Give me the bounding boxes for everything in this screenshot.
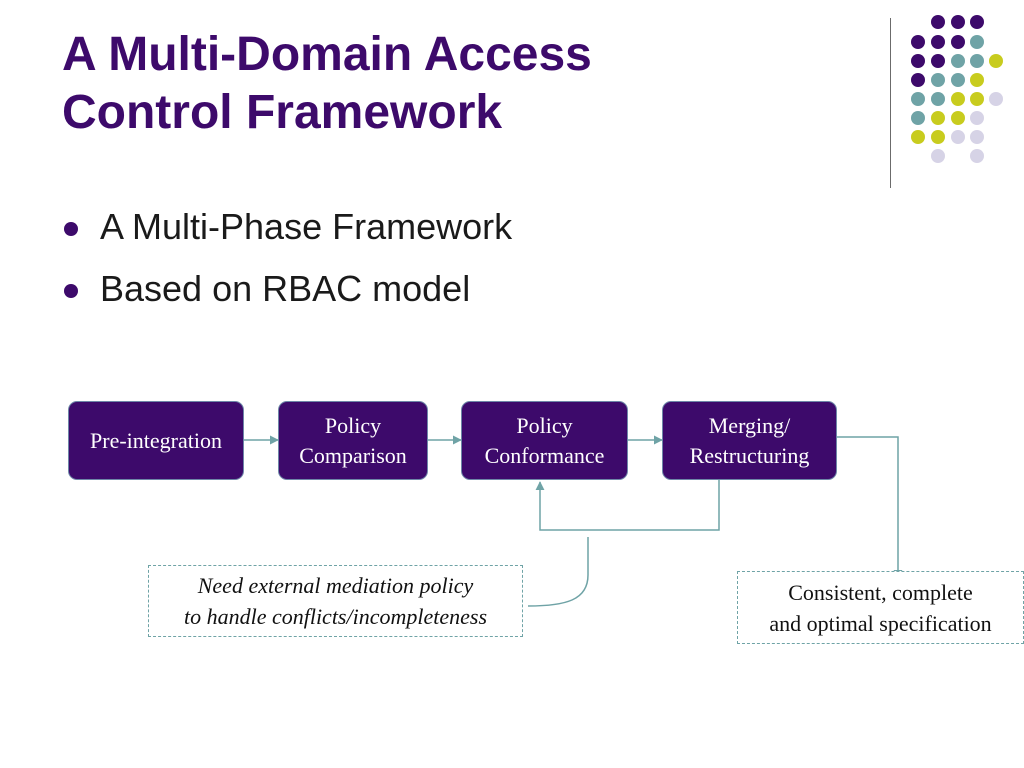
bullet-dot-icon	[64, 284, 78, 298]
decorative-dot	[931, 130, 945, 144]
slide-title-line-1: A Multi-Domain Access	[62, 28, 592, 81]
note-line-1: Need external mediation policy	[197, 573, 474, 598]
node-label-line-2: Conformance	[484, 442, 605, 468]
bullet-dot-icon	[64, 222, 78, 236]
connector-arrow-merging-to-output	[837, 436, 903, 579]
bullet-item: Based on RBAC model	[62, 258, 512, 320]
decorative-dot	[951, 54, 965, 68]
decorative-dot	[951, 73, 965, 87]
decorative-dot	[970, 54, 984, 68]
decorative-dot	[911, 130, 925, 144]
node-label: Pre-integration	[90, 427, 222, 453]
bullet-list: A Multi-Phase Framework Based on RBAC mo…	[62, 196, 512, 320]
decorative-dot	[989, 54, 1003, 68]
decorative-dot	[911, 35, 925, 49]
connector-arrow-merging-feedback	[535, 480, 720, 531]
decorative-dot	[911, 73, 925, 87]
node-label-line-2: Comparison	[299, 442, 407, 468]
bullet-text: Based on RBAC model	[100, 268, 471, 309]
decorative-dot	[931, 149, 945, 163]
mediation-callout-curve	[527, 537, 589, 607]
node-pre-integration: Pre-integration	[68, 401, 244, 480]
decorative-dot	[931, 15, 945, 29]
decorative-dot-grid	[911, 15, 1003, 163]
decorative-dot	[931, 73, 945, 87]
node-policy-comparison: Policy Comparison	[278, 401, 428, 480]
decorative-dot	[931, 54, 945, 68]
decorative-dot	[970, 15, 984, 29]
decorative-dot	[951, 35, 965, 49]
decorative-dot	[931, 92, 945, 106]
decorative-dot	[911, 92, 925, 106]
slide-title: A Multi-Domain Access Control Framework	[62, 26, 592, 142]
decorative-dot	[911, 111, 925, 125]
node-policy-conformance: Policy Conformance	[461, 401, 628, 480]
node-label-line-1: Policy	[516, 412, 573, 438]
note-line-1: Consistent, complete	[788, 579, 973, 605]
decorative-dot	[951, 15, 965, 29]
decorative-dot	[970, 130, 984, 144]
bullet-item: A Multi-Phase Framework	[62, 196, 512, 258]
title-divider-line	[890, 18, 891, 188]
decorative-dot	[970, 35, 984, 49]
decorative-dot	[931, 111, 945, 125]
decorative-dot	[931, 35, 945, 49]
decorative-dot	[951, 111, 965, 125]
output-specification-note: Consistent, complete and optimal specifi…	[737, 571, 1024, 644]
note-line-2: and optimal specification	[769, 610, 992, 636]
decorative-dot	[911, 54, 925, 68]
bullet-text: A Multi-Phase Framework	[100, 206, 513, 247]
decorative-dot	[951, 130, 965, 144]
note-line-2: to handle conflicts/incompleteness	[183, 604, 488, 629]
decorative-dot	[970, 73, 984, 87]
node-label-line-1: Policy	[324, 412, 382, 438]
node-label-line-2: Restructuring	[689, 442, 810, 468]
node-label-line-1: Merging/	[708, 412, 791, 438]
decorative-dot	[970, 149, 984, 163]
decorative-dot	[970, 92, 984, 106]
mediation-policy-note: Need external mediation policy to handle…	[148, 565, 523, 637]
slide-title-line-2: Control Framework	[62, 86, 503, 139]
node-merging-restructuring: Merging/ Restructuring	[662, 401, 837, 480]
decorative-dot	[970, 111, 984, 125]
decorative-dot	[951, 92, 965, 106]
decorative-dot	[989, 92, 1003, 106]
